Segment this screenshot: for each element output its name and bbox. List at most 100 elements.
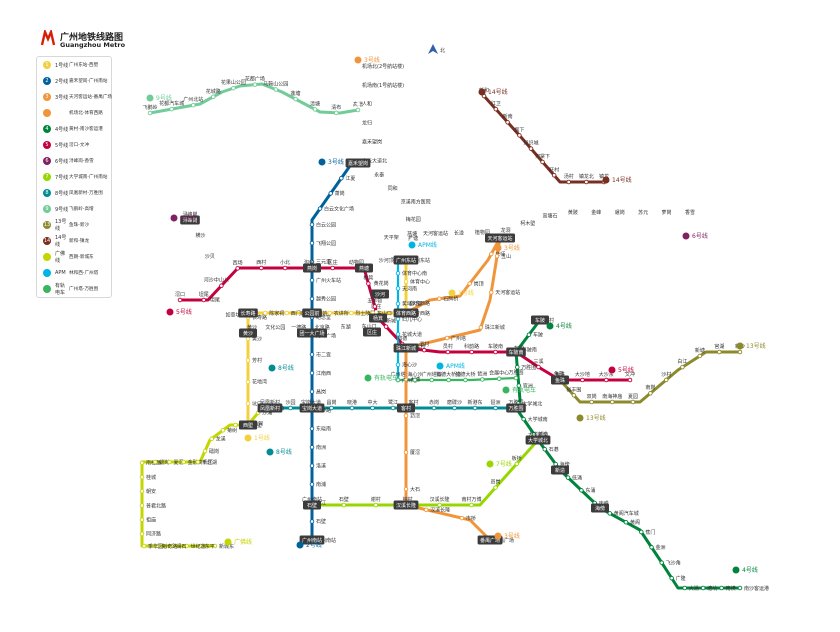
station-dot[interactable] [139,531,145,537]
station-dot[interactable] [717,349,722,355]
station-l13[interactable]: 裕丰围 [566,386,581,398]
station-dot[interactable] [167,459,172,465]
station-dot[interactable] [245,379,251,385]
station-dot[interactable] [553,461,558,467]
station-dot[interactable] [395,362,401,368]
station-dot[interactable] [431,405,437,411]
station-dot[interactable] [139,460,145,466]
station-l3n[interactable]: 机场北(2号航站楼) [356,63,404,70]
station-l1[interactable]: 体育西路 [403,300,430,307]
station-dot[interactable] [580,377,585,383]
station-dot[interactable] [737,349,743,355]
transfer-hub[interactable]: 万胜围 [506,403,526,413]
station-l7[interactable]: 汉溪长隆 [430,496,450,508]
station-dot[interactable] [177,297,183,303]
station-dot[interactable] [389,241,394,246]
station-dot[interactable] [208,260,212,264]
station-dot[interactable] [472,405,478,411]
station-l4[interactable]: 黄阁汽车城 [607,510,639,517]
station-l13[interactable]: 南海神庙 [602,393,622,405]
hub-box[interactable] [303,500,321,510]
station-l7[interactable]: 石壁 [339,496,349,508]
station-l6n[interactable]: 河沙 [204,277,214,288]
transfer-hub[interactable]: 珠江新城 [393,343,419,353]
station-dot[interactable] [181,459,186,465]
transfer-hub[interactable]: 新造 [551,465,569,475]
station-apm[interactable]: 体育中心南 [395,270,427,277]
station-dot[interactable] [452,405,457,411]
station-tram[interactable]: 海心沙 [407,371,422,383]
station-dot[interactable] [198,239,203,243]
station-dot[interactable] [493,106,499,112]
station-l2[interactable]: 昌岗 [309,389,326,395]
station-dot[interactable] [521,416,526,422]
station-dot[interactable] [312,107,318,112]
hub-box[interactable] [369,313,387,323]
station-l3[interactable]: 华师 [489,251,505,258]
station-dot[interactable] [663,377,669,383]
station-dot[interactable] [309,277,315,283]
station-l1[interactable]: 烈士陵园 [349,310,376,317]
station-l9[interactable]: 清布 [331,104,341,116]
transfer-hub[interactable]: 石壁 [303,500,321,510]
station-dot[interactable] [395,286,401,291]
station-apm[interactable]: 黄埔大道 [395,301,422,308]
station-dot[interactable] [309,389,315,394]
station-dot[interactable] [329,405,334,411]
station-tram[interactable]: 猎德大桥南 [436,371,461,383]
station-dot[interactable] [648,390,653,396]
station-dot[interactable] [403,450,409,455]
station-l14[interactable]: 红卫 [491,100,501,112]
station-dot[interactable] [526,332,532,337]
station-lgf[interactable]: 朝安 [139,488,156,495]
station-l2[interactable]: 越秀公园 [309,296,336,303]
station-lgf[interactable]: 𧒽岗 [153,459,169,466]
station-l5[interactable]: 中山八 [214,277,229,288]
hub-box[interactable] [397,403,415,413]
station-lgf[interactable]: 世纪莲 [184,543,206,550]
station-dot[interactable] [220,427,226,433]
station-l4[interactable]: 石碁 [542,446,559,453]
station-l3[interactable]: 岗顶 [467,281,484,287]
station-dot[interactable] [617,216,622,220]
station-l2[interactable]: 萧岗 [328,190,345,197]
station-dot[interactable] [293,96,298,102]
station-lgf[interactable]: 菊树 [220,427,237,434]
station-dot[interactable] [309,444,315,450]
station-dot[interactable] [639,529,644,535]
station-lgf[interactable]: 东平 [198,543,215,550]
station-l4[interactable]: 万胜围 [515,364,536,371]
hub-box[interactable] [238,308,258,318]
station-dot[interactable] [548,219,552,224]
station-tram[interactable]: 琶洲 [477,371,487,382]
station-dot[interactable] [446,377,451,383]
station-l7[interactable]: 谢村 [371,496,381,508]
transfer-hub[interactable]: 汉溪长隆 [393,500,419,510]
station-l6n[interactable]: 长湴 [454,229,464,241]
station-dot[interactable] [309,426,315,431]
station-dot[interactable] [390,405,396,411]
station-lgf[interactable]: 夏滘 [167,459,184,466]
station-l5[interactable]: 滘口 [175,291,185,303]
station-dot[interactable] [496,376,502,381]
station-l1[interactable]: 坑口 [245,400,262,407]
station-dot[interactable] [579,488,584,493]
station-dot[interactable] [339,175,344,181]
station-dot[interactable] [309,370,315,376]
station-dot[interactable] [493,485,498,490]
station-dot[interactable] [330,265,335,271]
station-dot[interactable] [231,85,236,91]
hub-box[interactable] [297,328,327,338]
station-l13[interactable]: 白江 [677,358,687,370]
hub-box[interactable] [345,158,371,168]
hub-box[interactable] [363,327,381,337]
station-dot[interactable] [399,217,404,221]
station-dot[interactable] [368,172,373,177]
station-dot[interactable] [273,87,279,92]
station-dot[interactable] [565,475,571,480]
station-dot[interactable] [444,335,450,341]
station-dot[interactable] [641,216,645,220]
hub-box[interactable] [239,328,257,338]
station-l4[interactable]: 车陂 [526,332,543,339]
hub-box[interactable] [371,289,389,299]
